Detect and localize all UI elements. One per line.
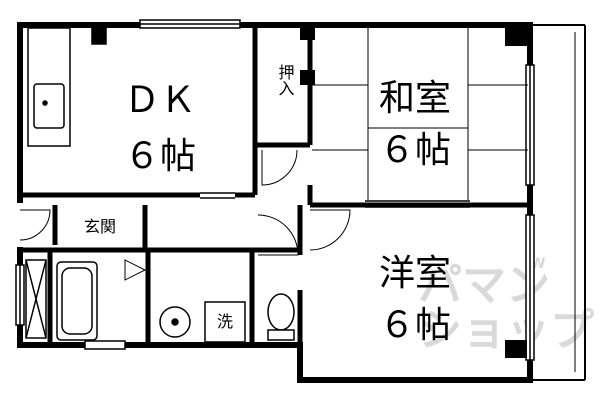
pillars: [300, 25, 527, 358]
washitsu-name: 和室: [379, 78, 451, 119]
closet-label-1: 押入: [276, 64, 295, 96]
dk-name: ＤＫ: [124, 80, 196, 121]
youshitsu-size: ６帖: [379, 305, 451, 346]
sink-icon: [33, 83, 65, 129]
entrance-label: 玄関: [84, 217, 116, 236]
youshitsu-name: 洋室: [379, 253, 451, 294]
balcony: [530, 24, 586, 381]
dk-size: ６帖: [124, 136, 196, 177]
washitsu-size: ６帖: [379, 130, 451, 171]
toilet-icon: [267, 293, 295, 331]
swing-doors: [19, 149, 351, 281]
interior-walls: [20, 25, 530, 380]
tatami-grid: [312, 28, 528, 200]
bath-fixtures: [25, 259, 295, 343]
washer-label: 洗: [217, 312, 233, 331]
windows: [15, 19, 535, 361]
kitchen-counter: [27, 27, 107, 147]
washer-box: [204, 301, 246, 343]
sliding-doors: [200, 192, 470, 208]
